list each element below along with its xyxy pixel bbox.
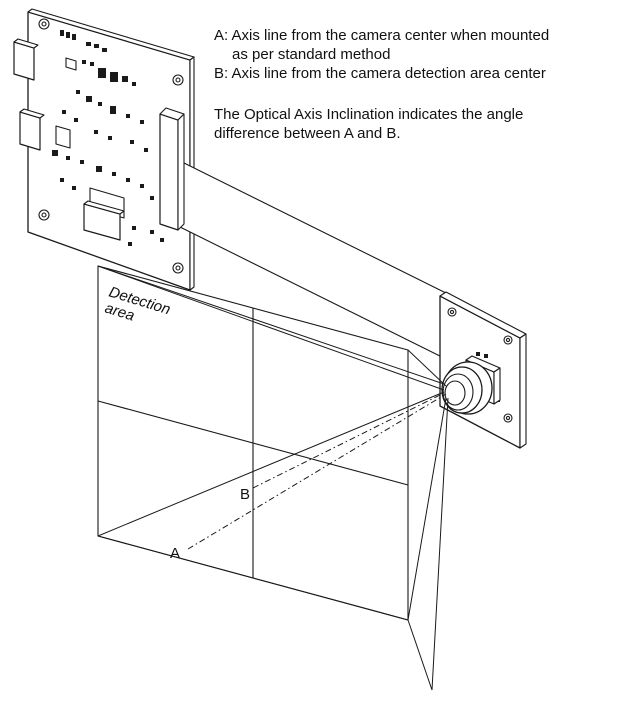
legend-a-line-cont: as per standard method bbox=[232, 46, 391, 63]
legend: A: Axis line from the camera center when… bbox=[214, 26, 640, 143]
axis-line-b bbox=[252, 391, 447, 489]
board-connector bbox=[159, 107, 185, 231]
view-rays bbox=[97, 265, 449, 691]
point-a-label: A bbox=[170, 545, 180, 562]
note-line-1: The Optical Axis Inclination indicates t… bbox=[214, 106, 524, 123]
main-circuit-board bbox=[13, 8, 195, 291]
axis-line-a bbox=[187, 393, 447, 550]
legend-b-line: B: Axis line from the camera detection a… bbox=[214, 65, 546, 82]
flat-cable bbox=[177, 159, 461, 367]
point-b-label: B bbox=[240, 486, 250, 503]
note-line-2: difference between A and B. bbox=[214, 125, 401, 142]
camera-board bbox=[439, 291, 527, 449]
legend-a-line: A: Axis line from the camera center when… bbox=[214, 27, 550, 44]
